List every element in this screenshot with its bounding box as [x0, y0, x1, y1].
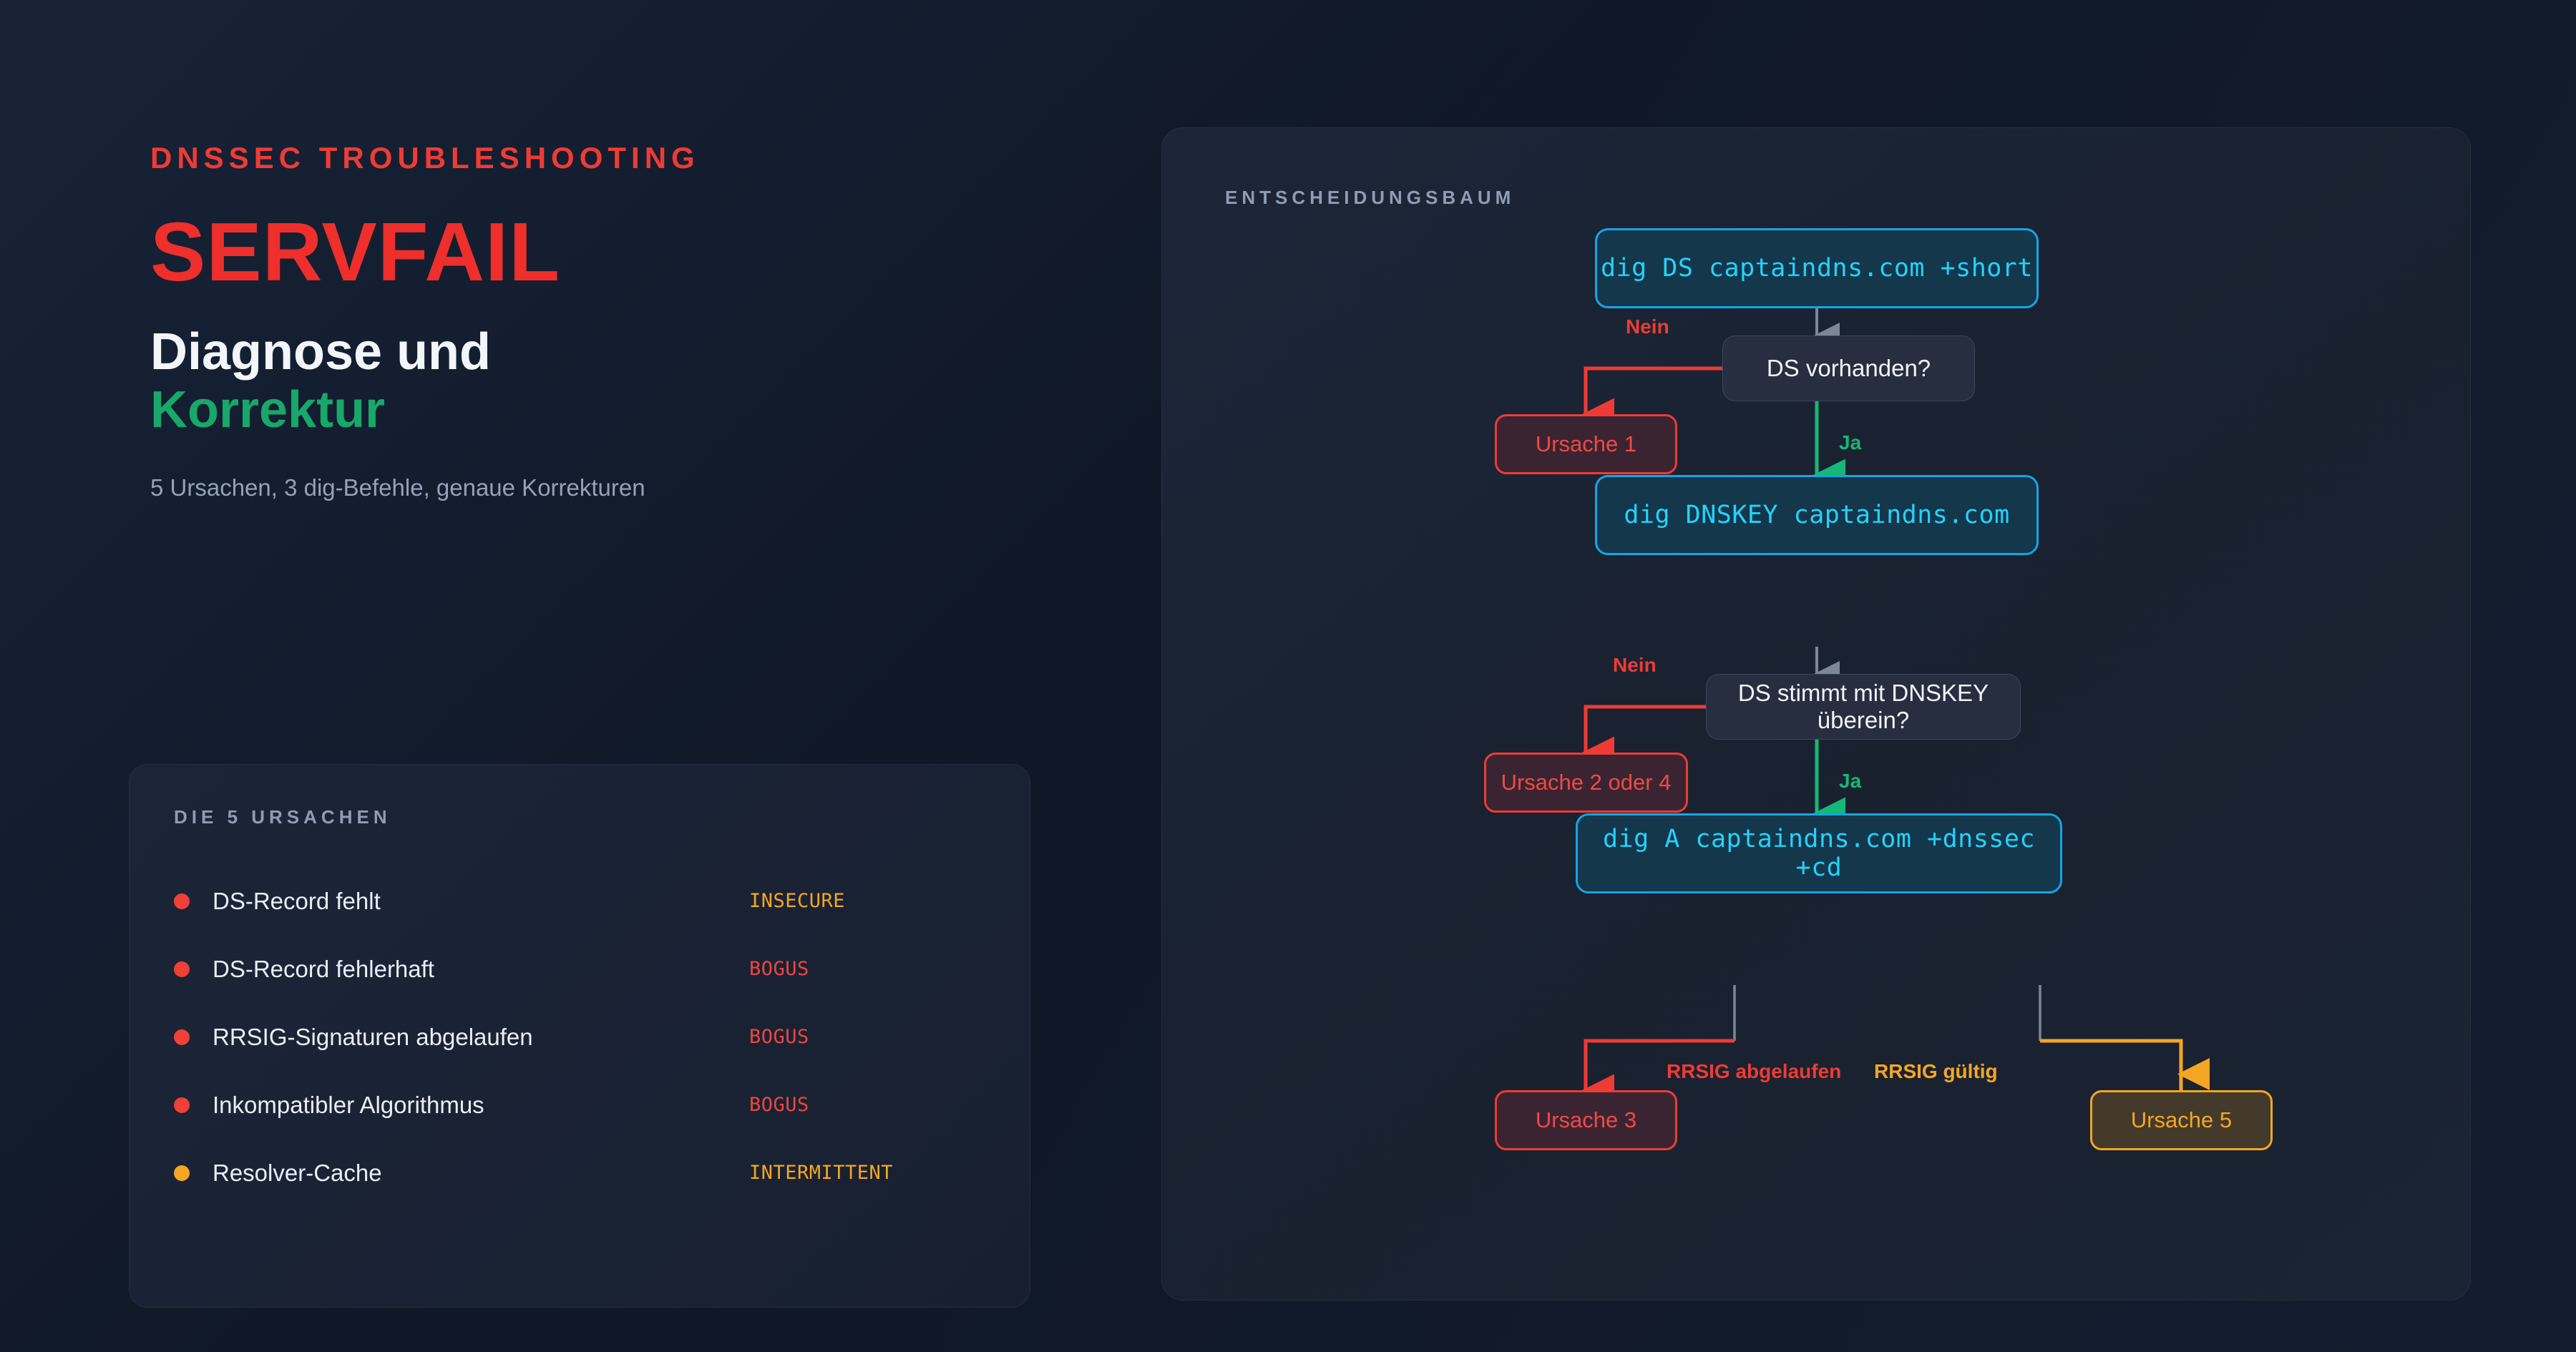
list-item: Resolver-Cache INTERMITTENT — [174, 1139, 985, 1207]
edge-label-ja-2: Ja — [1839, 770, 1862, 792]
edge-label-nein-2: Nein — [1613, 654, 1657, 676]
status-badge: INSECURE — [749, 890, 846, 912]
status-badge: BOGUS — [749, 1094, 809, 1116]
outcome-node-ursache-5[interactable]: Ursache 5 — [2090, 1090, 2273, 1150]
edge-label-ja-1: Ja — [1839, 431, 1862, 454]
edge-label-rrsig-valid: RRSIG gültig — [1874, 1060, 1998, 1082]
status-dot-icon — [174, 1029, 190, 1045]
command-node-dig-dnskey[interactable]: dig DNSKEY captaindns.com — [1595, 475, 2039, 555]
decision-node-ds-present[interactable]: DS vorhanden? — [1722, 335, 1975, 401]
causes-card-heading: DIE 5 URSACHEN — [174, 806, 391, 828]
cause-label: Inkompatibler Algorithmus — [213, 1091, 484, 1118]
status-badge: INTERMITTENT — [749, 1162, 894, 1184]
command-node-dig-a-dnssec[interactable]: dig A captaindns.com +dnssec +cd — [1576, 813, 2062, 893]
cause-label: DS-Record fehlt — [213, 887, 381, 914]
list-item: DS-Record fehlt INSECURE — [174, 867, 985, 935]
decision-tree-panel: ENTSCHEIDUNGSBAUM — [1161, 127, 2471, 1300]
decision-tree-edges — [1582, 308, 2210, 1107]
command-node-dig-ds[interactable]: dig DS captaindns.com +short — [1595, 228, 2039, 308]
status-badge: BOGUS — [749, 1026, 809, 1048]
list-item: DS-Record fehlerhaft BOGUS — [174, 935, 985, 1003]
decision-tree-heading: ENTSCHEIDUNGSBAUM — [1225, 187, 1516, 208]
outcome-node-ursache-1[interactable]: Ursache 1 — [1495, 414, 1677, 474]
decision-node-ds-matches-dnskey[interactable]: DS stimmt mit DNSKEY überein? — [1706, 674, 2021, 740]
edge-label-rrsig-expired: RRSIG abgelaufen — [1667, 1060, 1842, 1082]
hero-subline: 5 Ursachen, 3 dig-Befehle, genaue Korrek… — [150, 474, 645, 501]
status-dot-icon — [174, 893, 190, 909]
list-item: RRSIG-Signaturen abgelaufen BOGUS — [174, 1003, 985, 1071]
status-dot-icon — [174, 1165, 190, 1181]
cause-label: RRSIG-Signaturen abgelaufen — [213, 1023, 533, 1050]
cause-label: Resolver-Cache — [213, 1159, 382, 1186]
causes-card: DIE 5 URSACHEN DS-Record fehlt INSECURE … — [129, 764, 1030, 1308]
outcome-node-ursache-3[interactable]: Ursache 3 — [1495, 1090, 1677, 1150]
status-dot-icon — [174, 961, 190, 977]
headline-primary: Diagnose und — [150, 323, 492, 381]
outcome-node-ursache-2-oder-4[interactable]: Ursache 2 oder 4 — [1484, 753, 1688, 813]
causes-list: DS-Record fehlt INSECURE DS-Record fehle… — [174, 867, 985, 1207]
headline-accent: Korrektur — [150, 381, 386, 439]
status-badge: BOGUS — [749, 958, 809, 980]
eyebrow-label: DNSSEC TROUBLESHOOTING — [150, 141, 700, 175]
status-dot-icon — [174, 1097, 190, 1113]
page-title: SERVFAIL — [150, 205, 561, 298]
cause-label: DS-Record fehlerhaft — [213, 955, 434, 982]
hero-section: DNSSEC TROUBLESHOOTING SERVFAIL Diagnose… — [150, 143, 1052, 504]
list-item: Inkompatibler Algorithmus BOGUS — [174, 1071, 985, 1139]
edge-label-nein-1: Nein — [1626, 315, 1669, 338]
